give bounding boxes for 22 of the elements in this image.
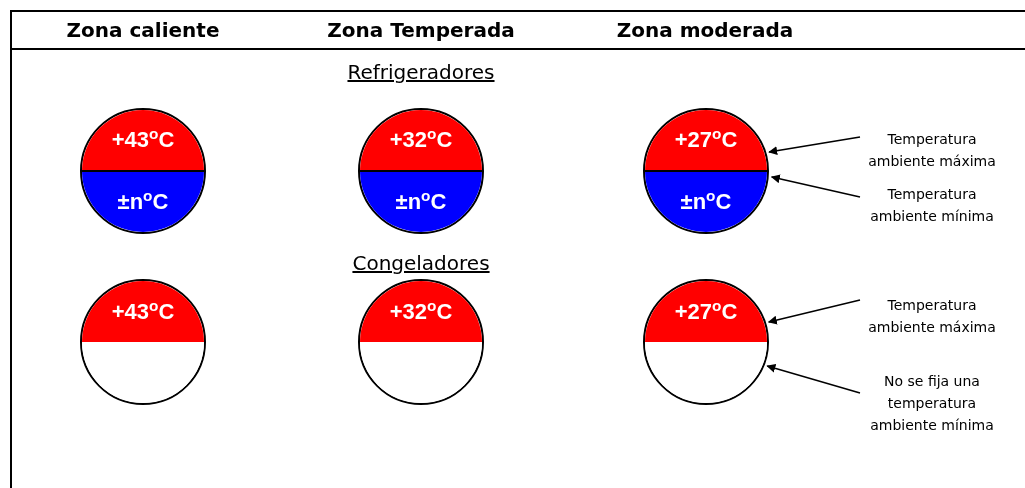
max-temperature-label: +32$^{o}$C (360, 110, 482, 170)
leader-arrow (770, 174, 861, 198)
min-temperature-label: ±n$^{o}$C (645, 170, 767, 232)
min-temperature-label: ±n$^{o}$C (360, 170, 482, 232)
column-heading: Zona moderada (616, 18, 794, 42)
column-heading: Zona Temperada (327, 18, 515, 42)
annotation-text: Temperatura ambiente máxima (862, 294, 1002, 338)
annotation-text: Temperatura ambiente mínima (862, 183, 1002, 227)
max-temperature-label: +32$^{o}$C (360, 281, 482, 342)
section-heading: Refrigeradores (347, 60, 495, 84)
max-temperature-label: +27$^{o}$C (645, 281, 767, 342)
max-temperature-label: +43$^{o}$C (82, 281, 204, 342)
leader-arrow (767, 299, 861, 325)
column-heading: Zona caliente (66, 18, 220, 42)
leader-arrow (768, 136, 861, 156)
min-temperature-label: ±n$^{o}$C (82, 170, 204, 232)
leader-arrow (766, 363, 861, 394)
annotation-text: No se fija una temperatura ambiente mínima (862, 370, 1002, 436)
annotation-text: Temperatura ambiente máxima (862, 128, 1002, 172)
max-temperature-label: +27$^{o}$C (645, 110, 767, 170)
section-heading: Congeladores (352, 251, 490, 275)
max-temperature-label: +43$^{o}$C (82, 110, 204, 170)
